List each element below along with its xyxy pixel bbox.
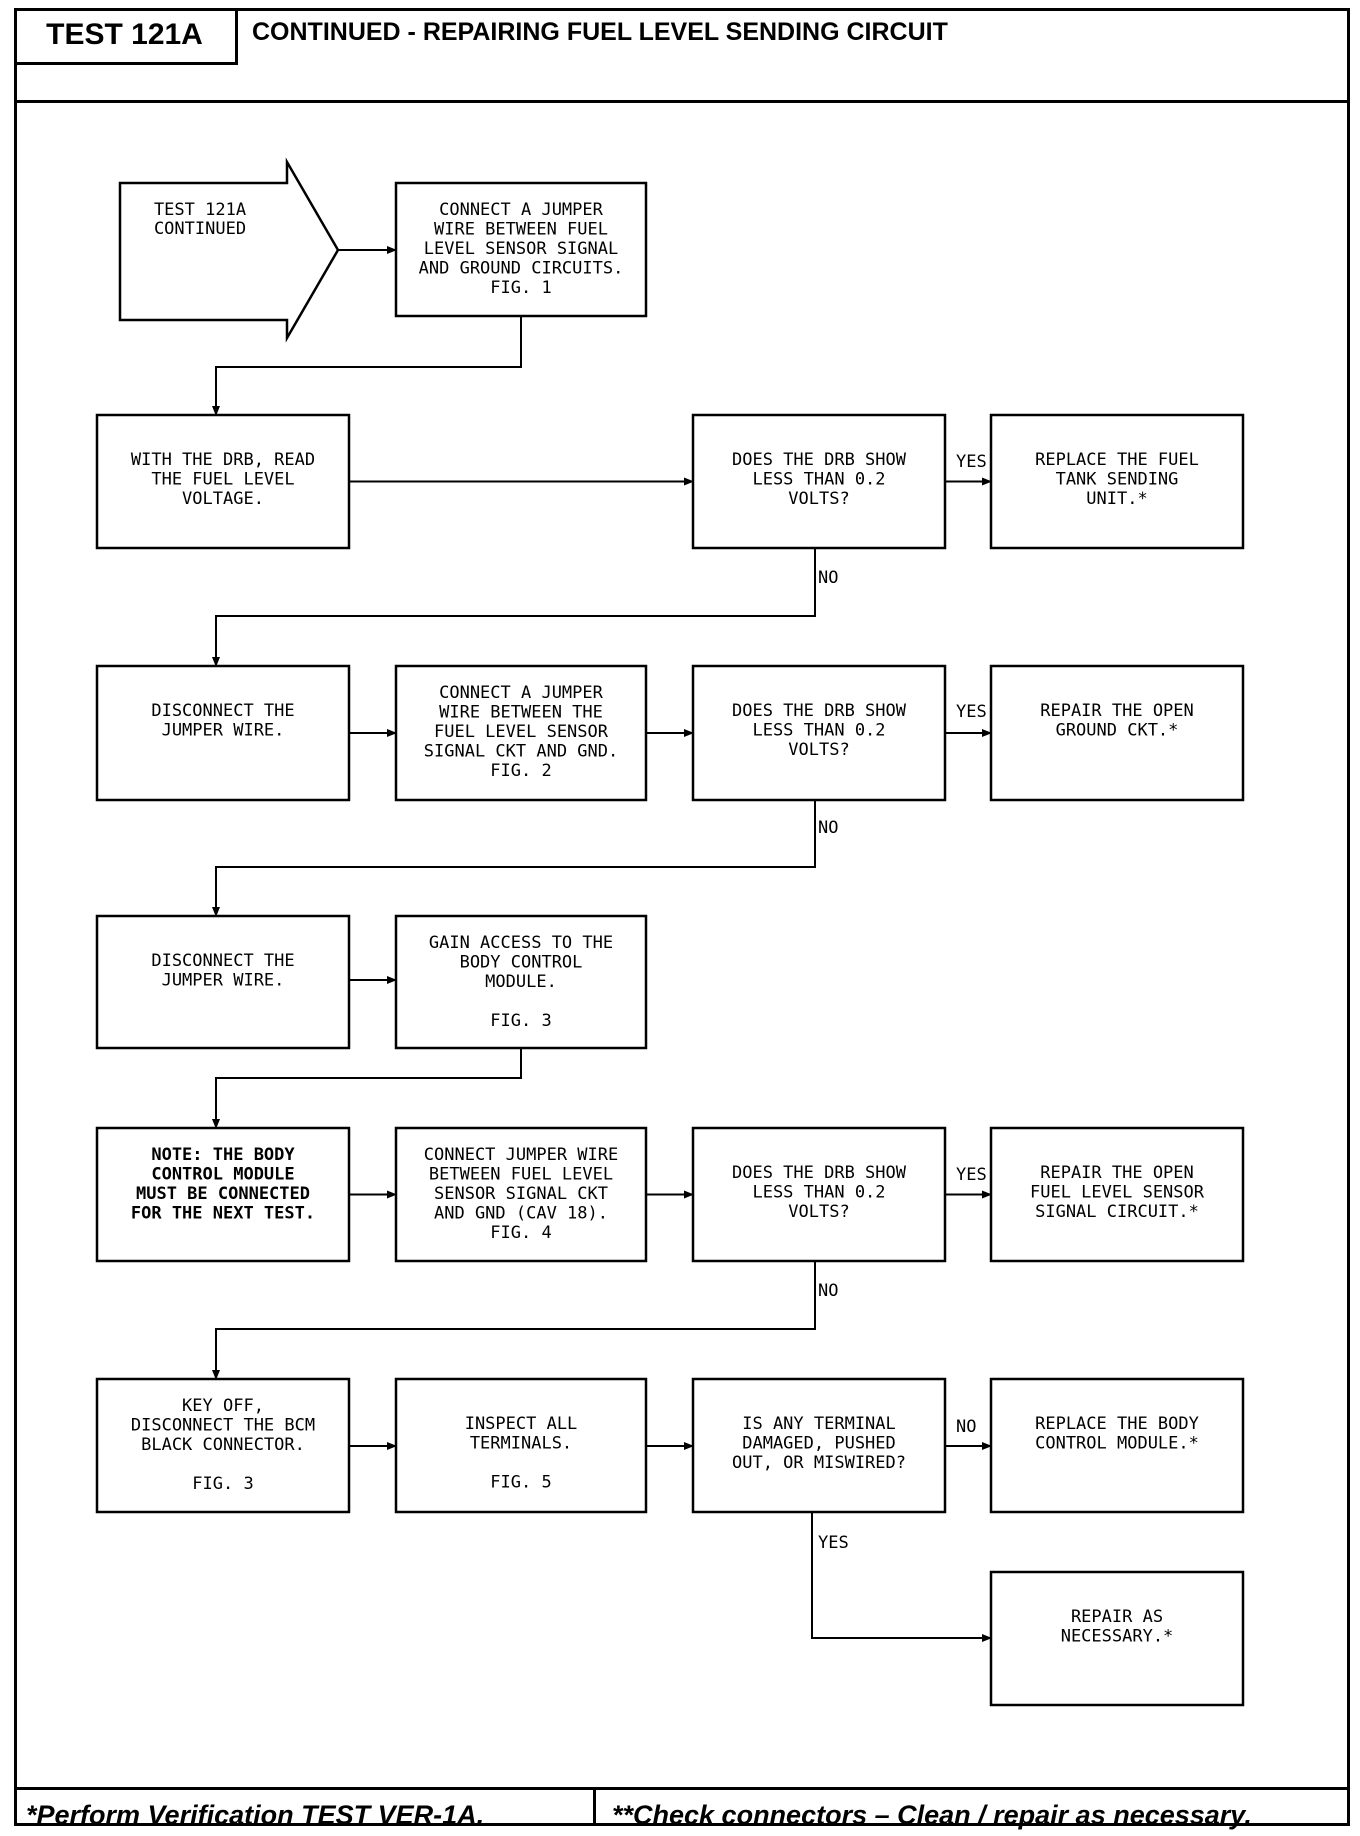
flow-box-b13-line-0: DOES THE DRB SHOW bbox=[732, 1163, 907, 1183]
flow-box-b6-line-3: SIGNAL CKT AND GND. bbox=[424, 742, 618, 762]
b3-to-b5-connector bbox=[212, 548, 816, 667]
flow-box-b15-line-0: KEY OFF, bbox=[182, 1396, 264, 1416]
flow-box-b14-line-1: FUEL LEVEL SENSOR bbox=[1030, 1183, 1205, 1203]
flow-box-b15-line-4: FIG. 3 bbox=[192, 1474, 253, 1494]
flow-box-b1-line-0: CONNECT A JUMPER bbox=[439, 200, 604, 220]
flow-box-b5-line-0: DISCONNECT THE bbox=[151, 701, 294, 721]
flow-box-b1-line-1: WIRE BETWEEN FUEL bbox=[434, 220, 608, 240]
flow-box-b7-line-0: DOES THE DRB SHOW bbox=[732, 701, 907, 721]
flow-box-b12-line-2: SENSOR SIGNAL CKT bbox=[434, 1184, 608, 1204]
flow-box-b2-line-0: WITH THE DRB, READ bbox=[131, 450, 315, 470]
flow-box-b18-line-0: REPLACE THE BODY bbox=[1035, 1414, 1199, 1434]
flow-box-b14-line-2: SIGNAL CIRCUIT.* bbox=[1035, 1202, 1199, 1222]
flow-box-b12-line-3: AND GND (CAV 18). bbox=[434, 1204, 608, 1224]
flow-box-b11-line-1: CONTROL MODULE bbox=[151, 1165, 294, 1185]
flow-box-b4-line-1: TANK SENDING bbox=[1056, 470, 1179, 490]
verification-note: *Perform Verification TEST VER-1A. bbox=[26, 1800, 485, 1830]
flow-box-b16-line-1: TERMINALS. bbox=[470, 1434, 572, 1454]
entry-arrow-line-1: CONTINUED bbox=[154, 219, 246, 239]
flow-box-b7-line-1: LESS THAN 0.2 bbox=[752, 721, 885, 741]
branch-label-yes2: YES bbox=[956, 702, 987, 722]
flow-box-b6-line-4: FIG. 2 bbox=[490, 761, 551, 781]
flow-box-b19-line-1: NECESSARY.* bbox=[1061, 1627, 1174, 1647]
flow-box-b17-line-1: DAMAGED, PUSHED bbox=[742, 1434, 896, 1454]
flow-box-b2-line-1: THE FUEL LEVEL bbox=[151, 470, 294, 490]
flow-box-b4-line-2: UNIT.* bbox=[1086, 489, 1147, 509]
branch-label-no3: NO bbox=[818, 1281, 838, 1301]
flow-box-b11-line-0: NOTE: THE BODY bbox=[151, 1145, 295, 1165]
flow-box-b16-line-0: INSPECT ALL bbox=[465, 1414, 578, 1434]
flow-box-b6-line-0: CONNECT A JUMPER bbox=[439, 683, 604, 703]
flow-box-b15-line-2: BLACK CONNECTOR. bbox=[141, 1435, 305, 1455]
branch-label-yes1: YES bbox=[956, 452, 987, 472]
flow-box-b4-line-0: REPLACE THE FUEL bbox=[1035, 450, 1199, 470]
branch-label-yes3: YES bbox=[956, 1165, 987, 1185]
flow-box-b7-line-2: VOLTS? bbox=[788, 740, 849, 760]
flow-box-b3-line-1: LESS THAN 0.2 bbox=[752, 470, 885, 490]
flow-box-b13-line-2: VOLTS? bbox=[788, 1202, 849, 1222]
b13-to-b15-connector bbox=[212, 1261, 816, 1380]
flow-box-b11-line-2: MUST BE CONNECTED bbox=[136, 1184, 310, 1204]
b1-to-b2-connector bbox=[212, 316, 522, 416]
flow-box-b8-line-1: GROUND CKT.* bbox=[1056, 721, 1179, 741]
flow-box-b10-line-0: GAIN ACCESS TO THE bbox=[429, 933, 613, 953]
flow-box-b8-line-0: REPAIR THE OPEN bbox=[1040, 701, 1194, 721]
flow-box-b10-line-2: MODULE. bbox=[485, 972, 557, 992]
entry-arrow-shape bbox=[118, 157, 340, 343]
flow-box-b15-line-1: DISCONNECT THE BCM bbox=[131, 1416, 315, 1436]
footer-divider bbox=[14, 1787, 1350, 1790]
flow-box-b9-line-1: JUMPER WIRE. bbox=[162, 971, 285, 991]
flow-box-b3-line-2: VOLTS? bbox=[788, 489, 849, 509]
flow-box-b6-line-2: FUEL LEVEL SENSOR bbox=[434, 722, 609, 742]
b7-to-b9-connector bbox=[212, 800, 816, 917]
flow-box-b19-line-0: REPAIR AS bbox=[1071, 1607, 1163, 1627]
footer-column-divider bbox=[593, 1787, 596, 1826]
header-divider bbox=[14, 100, 1350, 103]
flow-box-b3-line-0: DOES THE DRB SHOW bbox=[732, 450, 907, 470]
flow-box-b2-line-2: VOLTAGE. bbox=[182, 489, 264, 509]
flow-box-b6-line-1: WIRE BETWEEN THE bbox=[439, 703, 603, 723]
entry-arrow-line-0: TEST 121A bbox=[154, 200, 246, 220]
branch-label-no4: NO bbox=[956, 1417, 976, 1437]
b10-to-b11-connector bbox=[212, 1048, 522, 1129]
flow-box-b10-line-1: BODY CONTROL bbox=[460, 953, 583, 973]
flow-box-b9-line-0: DISCONNECT THE bbox=[151, 951, 294, 971]
branch-label-no2: NO bbox=[818, 818, 838, 838]
flow-box-b12-line-0: CONNECT JUMPER WIRE bbox=[424, 1145, 618, 1165]
flow-box-b12-line-1: BETWEEN FUEL LEVEL bbox=[429, 1165, 613, 1185]
flow-box-b17-line-2: OUT, OR MISWIRED? bbox=[732, 1453, 906, 1473]
flow-box-b12-line-4: FIG. 4 bbox=[490, 1223, 551, 1243]
branch-label-yes4: YES bbox=[818, 1533, 849, 1553]
flow-box-b10-line-4: FIG. 3 bbox=[490, 1011, 551, 1031]
page-frame bbox=[14, 8, 1350, 1826]
flow-box-b14-line-0: REPAIR THE OPEN bbox=[1040, 1163, 1194, 1183]
test-id-label: TEST 121A bbox=[14, 8, 238, 65]
flow-box-b16-line-3: FIG. 5 bbox=[490, 1473, 551, 1493]
branch-label-no1: NO bbox=[818, 568, 838, 588]
flow-box-b13-line-1: LESS THAN 0.2 bbox=[752, 1183, 885, 1203]
flow-box-b18-line-1: CONTROL MODULE.* bbox=[1035, 1434, 1199, 1454]
flow-box-b1-line-2: LEVEL SENSOR SIGNAL bbox=[424, 239, 618, 259]
flow-box-b5-line-1: JUMPER WIRE. bbox=[162, 721, 285, 741]
connector-note: **Check connectors – Clean / repair as n… bbox=[612, 1800, 1252, 1830]
flow-box-b1-line-3: AND GROUND CIRCUITS. bbox=[419, 259, 624, 279]
page-title: CONTINUED - REPAIRING FUEL LEVEL SENDING… bbox=[252, 18, 948, 46]
flow-box-b9 bbox=[95, 914, 351, 1050]
b17-to-b19-connector bbox=[811, 1512, 992, 1642]
flow-box-b1-line-4: FIG. 1 bbox=[490, 278, 551, 298]
flow-box-b11-line-3: FOR THE NEXT TEST. bbox=[131, 1204, 315, 1224]
flow-box-b17-line-0: IS ANY TERMINAL bbox=[742, 1414, 896, 1434]
